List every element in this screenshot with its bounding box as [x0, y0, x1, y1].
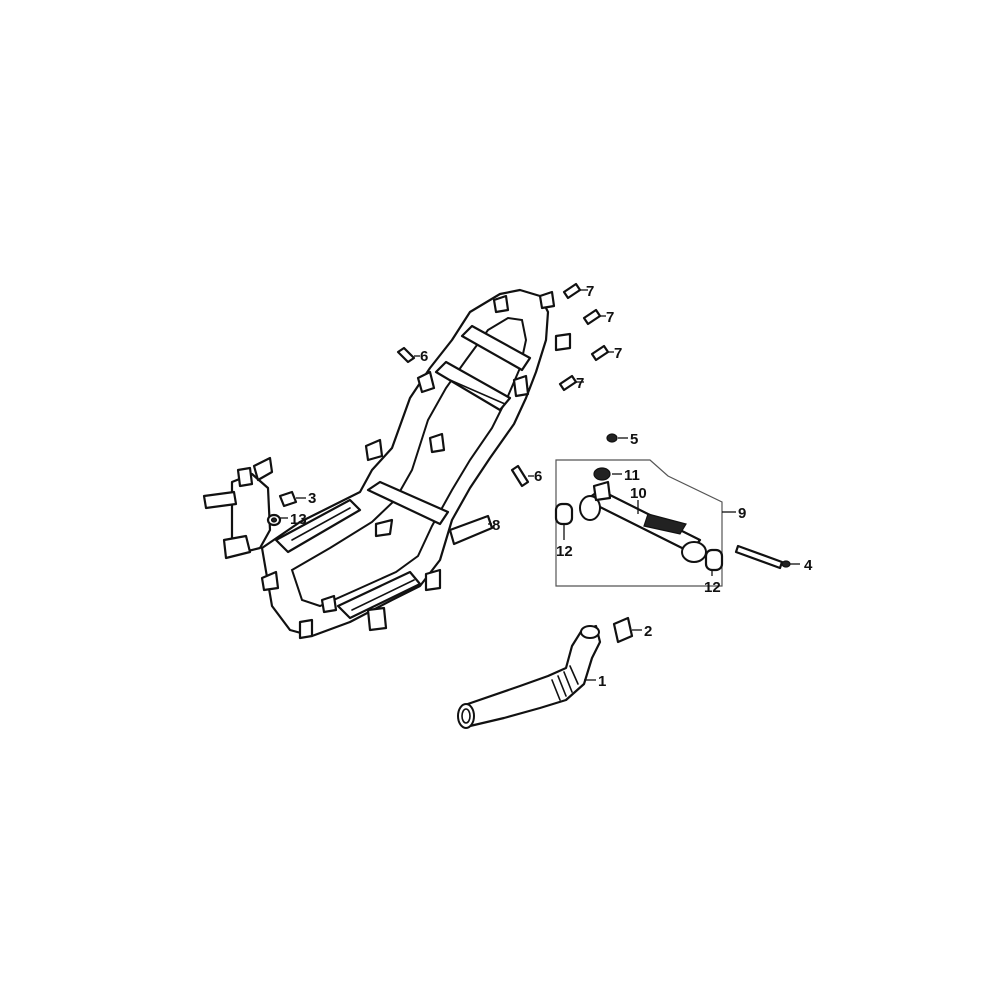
callout-5: 5 [630, 431, 638, 448]
callout-6-top: 6 [420, 348, 428, 365]
long-bolt-part-4 [734, 544, 791, 570]
callout-10: 10 [630, 485, 647, 502]
callout-7-d: 7 [576, 375, 584, 392]
leader-lines [280, 289, 800, 681]
bushing-part-12-left [554, 502, 574, 526]
callout-12-left: 12 [556, 543, 573, 560]
washer-part-13 [266, 513, 282, 527]
engine-hanger-part-10 [579, 480, 707, 563]
callout-9: 9 [738, 505, 746, 522]
callout-7-b: 7 [606, 309, 614, 326]
part-11 [593, 467, 611, 481]
callout-1: 1 [598, 673, 606, 690]
main-frame [202, 288, 572, 640]
air-duct-part-1 [457, 624, 602, 729]
callout-7-c: 7 [614, 345, 622, 362]
plate-part-8 [448, 514, 494, 546]
callout-2: 2 [644, 623, 652, 640]
callout-12-right: 12 [704, 579, 721, 596]
callout-6-mid: 6 [534, 468, 542, 485]
clip-part-3 [278, 490, 298, 508]
callout-11: 11 [624, 467, 640, 484]
bolt-part-7-d [558, 374, 578, 392]
bolt-part-6-mid [510, 464, 530, 488]
bolt-part-7-b [582, 308, 602, 326]
nut-part-5 [606, 433, 618, 443]
callout-labels: 1 2 3 4 5 6 6 7 7 7 7 8 9 10 11 12 12 13 [290, 283, 813, 690]
callout-3: 3 [308, 490, 316, 507]
callout-7-a: 7 [586, 283, 594, 300]
bushing-part-12-right [704, 548, 724, 572]
clamp-part-2 [612, 616, 634, 644]
assembly-9-box [555, 459, 723, 587]
callout-13: 13 [290, 511, 307, 528]
bolt-part-7-c [590, 344, 610, 362]
bolt-part-7-a [562, 282, 582, 300]
callout-4: 4 [804, 557, 813, 574]
bolt-part-6-top [396, 346, 416, 364]
callout-8: 8 [492, 517, 500, 534]
